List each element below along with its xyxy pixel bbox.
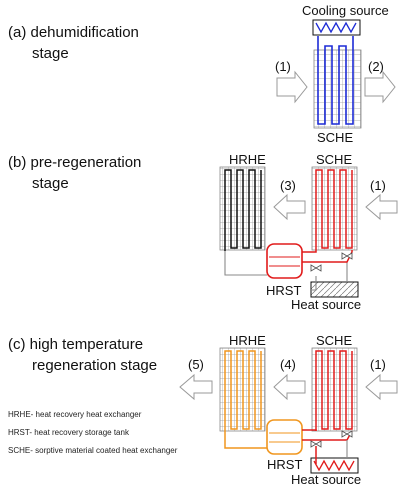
air-arrow-c-in [365, 373, 398, 401]
panel-c-in-label: (1) [370, 357, 386, 372]
sche-a-core [313, 49, 362, 129]
panel-c-diagram [179, 347, 398, 474]
air-arrow-c-out [179, 373, 213, 401]
panel-a-air-out-label: (2) [368, 59, 384, 74]
air-arrow-c-mid [273, 373, 306, 401]
panel-a-title: (a) dehumidification stage [8, 22, 139, 64]
panel-b-mid-label: (3) [280, 178, 296, 193]
valve-b-1 [310, 264, 322, 272]
legend-item-sche: SCHE- sorptive material coated heat exch… [8, 446, 178, 455]
cooling-coil [315, 21, 357, 34]
panel-b-hrst-label: HRST [266, 283, 302, 298]
air-arrow-a-out [364, 70, 396, 104]
panel-c-out-label: (5) [188, 357, 204, 372]
panel-c-hrhe-label: HRHE [229, 333, 266, 348]
panel-a-diagram [276, 19, 396, 129]
legend-item-hrhe: HRHE- heat recovery heat exchanger [8, 410, 142, 419]
panel-a-sche-label: SCHE [317, 130, 354, 145]
legend: HRHE- heat recovery heat exchanger HRST-… [8, 410, 177, 456]
panel-b-hrhe-label: HRHE [229, 152, 266, 167]
panel-b-title: (b) pre-regeneration stage [8, 152, 141, 194]
panel-b-sche-label: SCHE [316, 152, 353, 167]
hrst-c-tank [266, 419, 303, 455]
heat-source-b-box [310, 281, 359, 298]
pipe-c-orange-1 [224, 432, 267, 449]
panel-c-sche-label: SCHE [316, 333, 353, 348]
panel-c-title-line1: (c) high temperature [8, 336, 144, 353]
valve-c-2 [341, 430, 353, 438]
air-arrow-b-in [365, 193, 398, 221]
panel-c-mid-label: (4) [280, 357, 296, 372]
pipe-b-red-1 [302, 250, 317, 253]
panel-c-title: (c) high temperature regeneration stage [8, 334, 157, 376]
panel-a-title-line1: (a) dehumidification [8, 24, 139, 41]
panel-b-heat-source-label: Heat source [291, 297, 362, 312]
valve-b-2 [341, 252, 353, 260]
hrhe-c-coil [224, 350, 262, 432]
valve-c-1 [310, 440, 322, 448]
pipe-c-red-1 [302, 429, 317, 431]
heat-source-c-box [310, 457, 359, 474]
pipe-b-gray-1 [224, 251, 267, 276]
hrst-b-tank [266, 243, 303, 279]
legend-item-hrst: HRST- heat recovery storage tank [8, 428, 129, 437]
panel-b-title-line1: (b) pre-regeneration [8, 154, 142, 171]
panel-a-air-in-label: (1) [275, 59, 291, 74]
sche-b-coil [315, 169, 353, 250]
cooling-source-box [312, 19, 361, 36]
hrhe-b-coil [224, 169, 262, 251]
air-arrow-b-mid [273, 193, 306, 221]
panel-a-title-line2: stage [32, 45, 69, 62]
panel-b-title-line2: stage [32, 175, 69, 192]
panel-b-in-label: (1) [370, 178, 386, 193]
panel-c-heat-source-label: Heat source [291, 472, 362, 487]
pipe-b-gray-2 [311, 276, 317, 291]
panel-c-hrst-label: HRST [267, 457, 303, 472]
cooling-source-label: Cooling source [302, 3, 389, 18]
panel-b-diagram [219, 166, 398, 298]
sche-a-coil [317, 36, 354, 125]
sche-c-coil [315, 350, 353, 431]
air-arrow-a-in [276, 70, 308, 104]
heat-coil [313, 459, 355, 472]
panel-c-title-line2: regeneration stage [32, 357, 158, 374]
